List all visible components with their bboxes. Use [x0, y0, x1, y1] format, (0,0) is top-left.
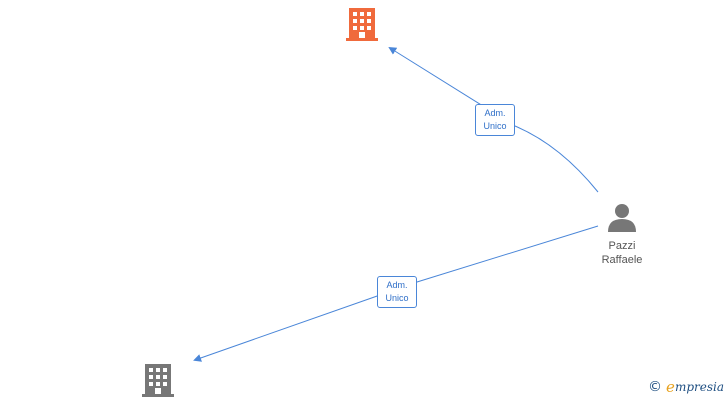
edge-label-top-line2: Unico: [483, 121, 507, 131]
edge-label-bottom-line1: Adm.: [386, 280, 408, 290]
person-name-line1: Pazzi: [608, 240, 636, 252]
person-name-label[interactable]: Pazzi Raffaele: [582, 239, 662, 267]
copyright-icon: ©: [648, 379, 663, 395]
edge-label-bottom-line2: Unico: [385, 293, 409, 303]
edge-label-bottom[interactable]: Adm. Unico: [377, 276, 417, 308]
brand-logo-initial: e: [666, 378, 675, 396]
edge-person-to-company-top: [388, 46, 599, 193]
edge-label-top[interactable]: Adm. Unico: [475, 104, 515, 136]
edge-person-to-company-bottom: [193, 225, 599, 362]
person-name-line2: Raffaele: [601, 254, 643, 266]
empresia-watermark: © e mpresia: [648, 378, 724, 396]
edge-label-top-line1: Adm.: [484, 108, 506, 118]
brand-logo-rest: mpresia: [674, 380, 724, 394]
person-icon[interactable]: [608, 204, 636, 232]
company-top-building-icon[interactable]: [346, 8, 378, 41]
company-bottom-building-icon[interactable]: [142, 364, 174, 397]
